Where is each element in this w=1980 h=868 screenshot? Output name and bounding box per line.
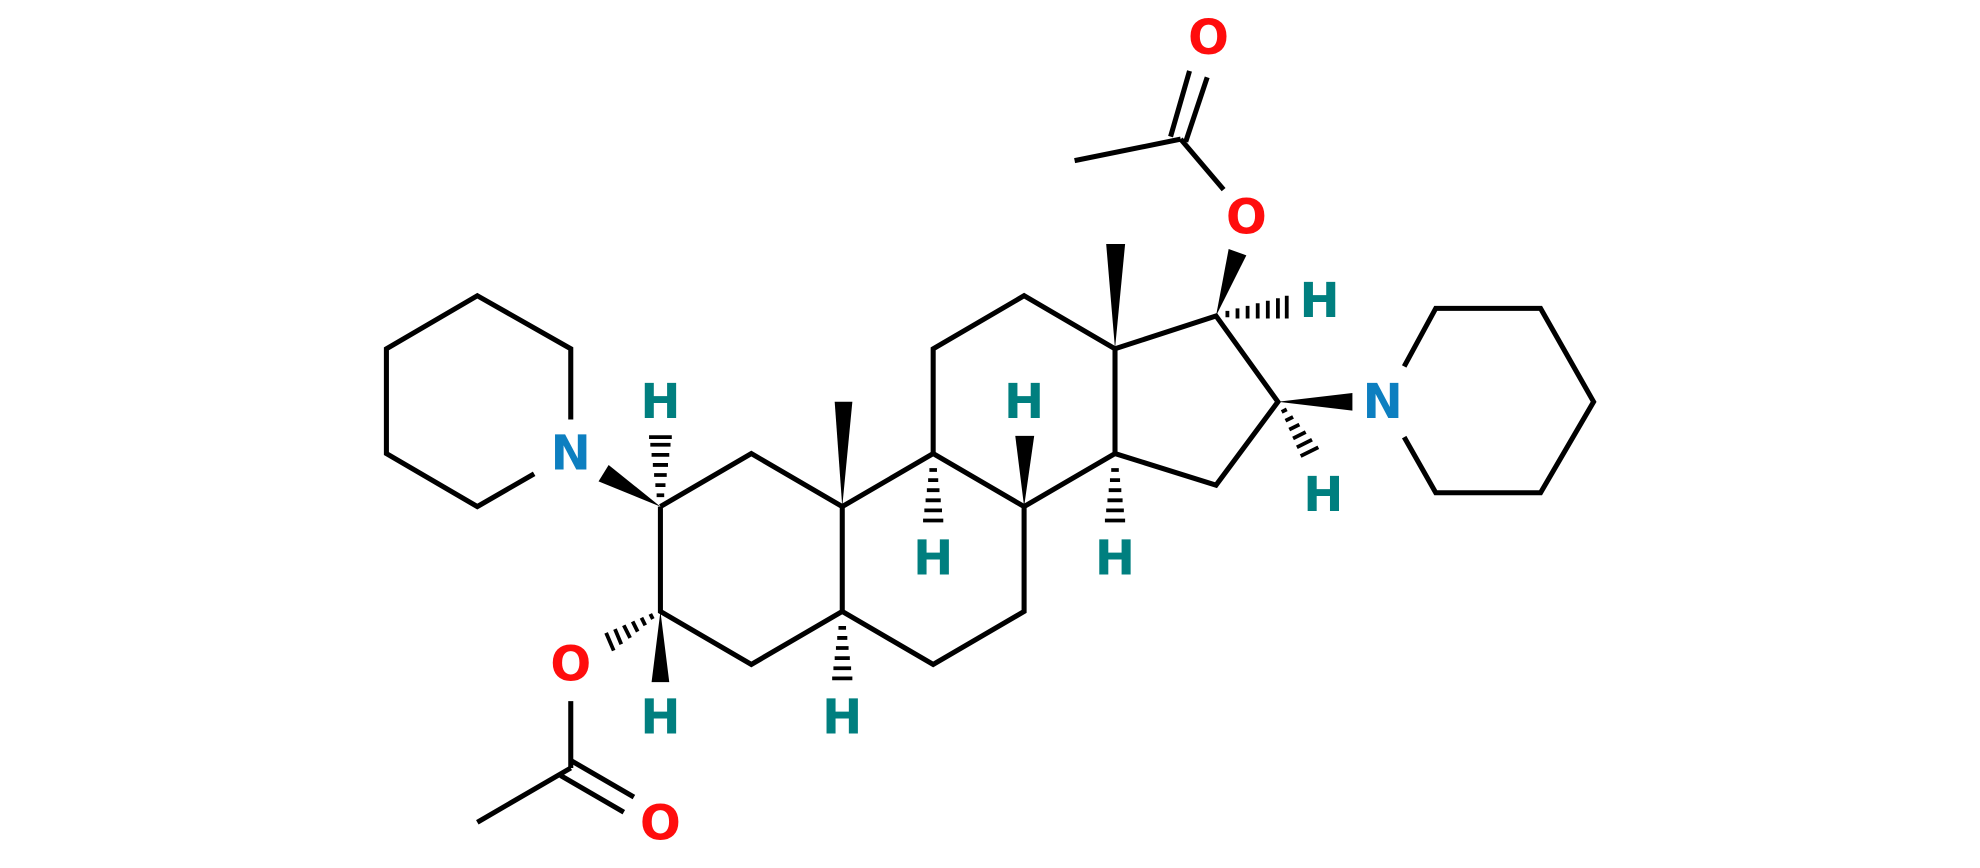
oxygen-label: O [1188,10,1229,66]
h-wedge-c3 [651,611,670,683]
h-hash-c9 [923,468,944,523]
piperidine-right [1401,305,1597,496]
piperidine-left [383,292,574,510]
ring-c [930,292,1118,509]
bonds [383,70,1597,825]
carbonyl-bond-bottom-a [569,758,636,800]
h-wedge-c8 [1015,435,1035,507]
hydrogen-label: H [822,689,862,745]
h-hash-c16 [1280,407,1320,458]
hydrogen-label: H [913,530,953,586]
o-hash-c3 [604,613,655,652]
n-wedge-c16 [1277,392,1353,411]
methyl-bond-top [1074,136,1182,164]
ring-a [657,450,845,668]
hydrogen-label: H [1095,530,1135,586]
methyl-wedge-c13 [1106,243,1126,349]
ester-bond-top [1178,137,1226,192]
h-hash-c5 [832,625,853,681]
ring-d [1114,312,1282,489]
wedge-bonds [598,243,1353,683]
h-hash-c17 [1225,295,1289,319]
hash-bonds [604,295,1320,681]
atom-labels: O O H N H N H H H H O H H O [550,10,1402,851]
carbonyl-bond-bottom-b [559,773,626,815]
ring-b [840,450,1027,668]
hydrogen-label: H [640,374,680,430]
nitrogen-label: N [1363,374,1403,430]
methyl-wedge-c10 [834,401,853,507]
h-hash-c2 [649,435,672,498]
hydrogen-label: H [1303,467,1343,523]
oxygen-label: O [1226,189,1267,245]
o-wedge-c17 [1216,249,1247,316]
oxygen-label: O [550,636,591,692]
h-hash-c14 [1104,468,1126,523]
carbonyl-bond-top-a [1168,70,1192,138]
oxygen-label: O [640,796,681,852]
hydrogen-label: H [1300,273,1340,329]
carbonyl-bond-top-b [1183,76,1210,143]
nitrogen-label: N [551,426,591,482]
hydrogen-label: H [640,689,680,745]
methyl-bond-bottom [476,765,573,825]
hydrogen-label: H [1004,374,1044,430]
n-wedge-c2 [598,464,661,507]
